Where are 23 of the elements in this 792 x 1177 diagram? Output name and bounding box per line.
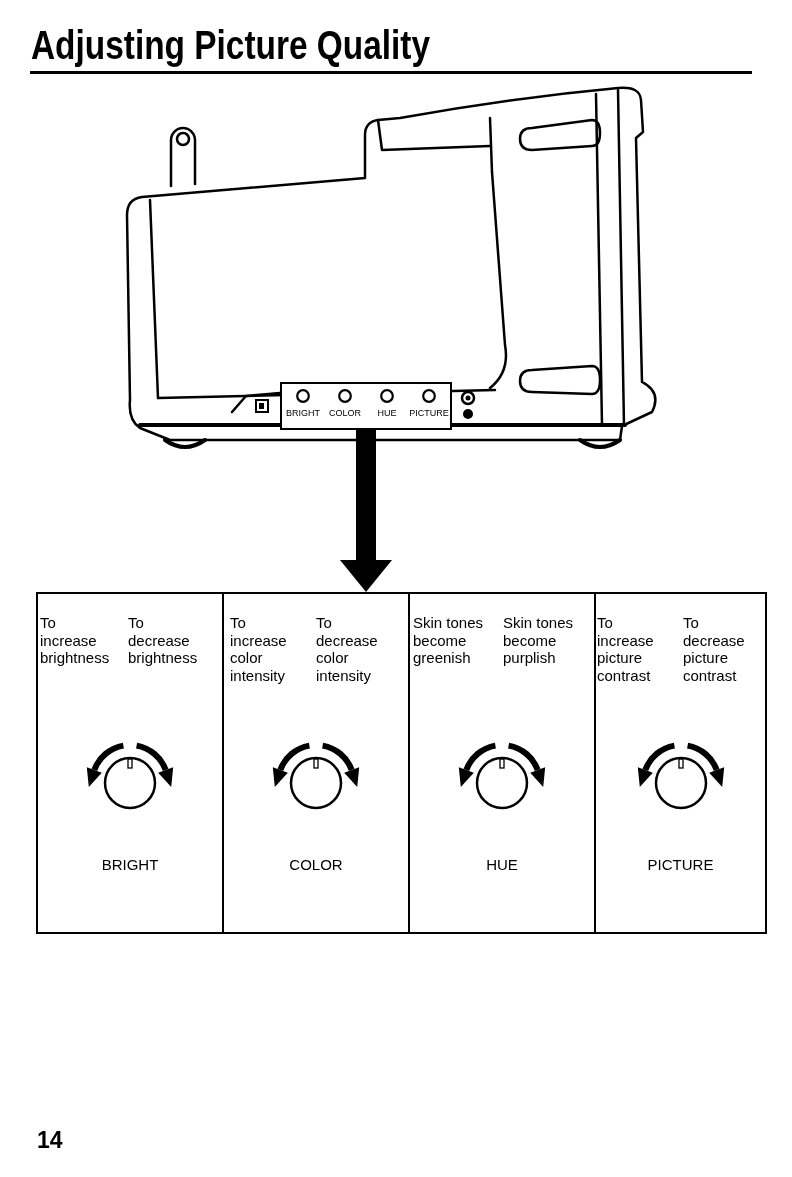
instruction-text: To decrease picture contrast (683, 614, 746, 684)
control-cell (410, 594, 596, 932)
instruction-text: Skin tones become purplish (503, 614, 575, 667)
control-panel (280, 382, 452, 430)
panel-label: COLOR (328, 408, 362, 419)
instruction-text: To decrease color intensity (316, 614, 379, 684)
control-table (36, 592, 767, 934)
instruction-text: To increase picture contrast (597, 614, 655, 684)
instruction-text: To decrease brightness (128, 614, 199, 667)
page-title: Adjusting Picture Quality (31, 22, 430, 68)
instruction-text: To increase brightness (40, 614, 111, 667)
panel-label: HUE (376, 408, 398, 419)
arrow (340, 430, 392, 592)
knob-label: BRIGHT (100, 856, 160, 874)
panel-label: PICTURE (408, 408, 450, 419)
panel-label: BRIGHT (285, 408, 321, 419)
control-cell (38, 594, 224, 932)
instruction-text: To increase color intensity (230, 614, 288, 684)
page-number: 14 (37, 1127, 63, 1154)
knob-label: COLOR (288, 856, 344, 874)
knob-label: HUE (485, 856, 519, 874)
instruction-text: Skin tones become greenish (413, 614, 485, 667)
knob-label: PICTURE (646, 856, 715, 874)
